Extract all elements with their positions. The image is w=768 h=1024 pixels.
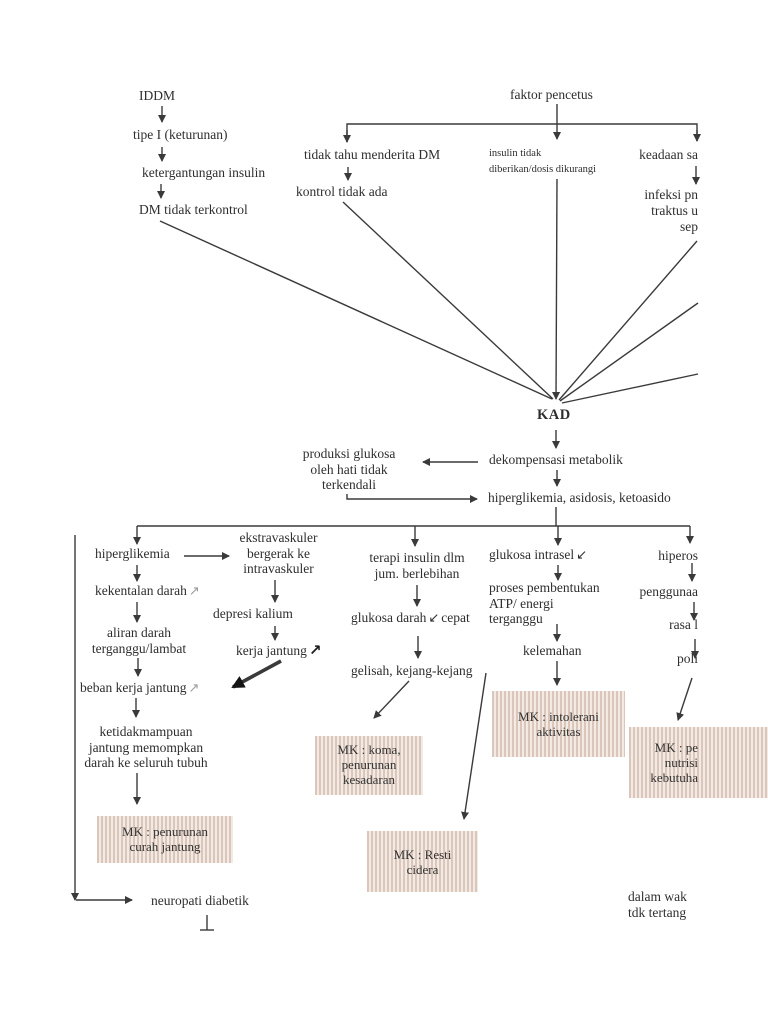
node-kekentalan-darah: kekentalan darah↗ [95,583,200,600]
decrease-arrow-icon: ↙ [576,548,588,563]
converging-arrows-to-kad [159,178,699,404]
middle-column-arrows [373,565,562,820]
node-keadaan-sakit: keadaan sa [639,147,698,162]
mk-box-penurunan-curah-jantung: MK : penurunan curah jantung [97,816,233,863]
node-kontrol-tidak-ada: kontrol tidak ada [296,184,388,199]
node-insulin-tidak-line2: diberikan/dosis dikurangi [489,164,597,175]
node-glukosa-intrasel-label: glukosa intrasel [489,547,575,562]
node-infeksi-traktus-sepsis: infeksi pn traktus u sep [644,187,698,234]
node-tipe-1-keturunan: tipe I (keturunan) [133,127,228,142]
decrease-arrow-icon: ↙ [428,611,440,626]
node-faktor-pencetus: faktor pencetus [510,87,593,102]
kad-cascade-arrows [133,430,694,547]
node-aliran-darah-terganggu: aliran darah terganggu/lambat [91,625,187,656]
node-penggunaan: penggunaa [639,584,698,599]
node-neuropati-diabetik: neuropati diabetik [151,893,249,908]
node-kekentalan-darah-label: kekentalan darah [95,583,187,598]
node-glukosa-darah-label: glukosa darah [351,610,427,625]
left-column-arrows [71,535,282,904]
node-gelisah-kejang: gelisah, kejang-kejang [351,663,473,678]
node-produksi-glukosa: produksi glukosa oleh hati tidak terkend… [302,446,396,492]
node-ketergantungan-insulin: ketergantungan insulin [142,165,266,180]
node-kelemahan: kelemahan [523,643,582,658]
node-dm-tidak-terkontrol: DM tidak terkontrol [139,202,248,217]
note-dalam-waktu-tdk-tertangani: dalam wak tdk tertang [628,889,687,920]
node-cepat-label: cepat [441,610,470,625]
node-polifagi: poli [676,651,698,666]
neuropati-tick [200,915,214,931]
node-ketidakmampuan-jantung: ketidakmampuan jantung memompkan darah k… [84,724,208,770]
node-iddm: IDDM [139,88,175,103]
node-terapi-insulin-berlebihan: terapi insulin dlm jum. berlebihan [369,550,465,581]
increase-arrow-icon: ↗ [308,641,322,659]
mk-box-koma-penurunan-kesadaran: MK : koma, penurunan kesadaran [315,736,423,795]
node-rasa-lapar: rasa l [669,617,698,632]
mk-box-resti-cidera: MK : Resti cidera [367,831,478,892]
node-beban-kerja-jantung: beban kerja jantung↗ [80,680,199,697]
node-insulin-tidak-line1: insulin tidak [489,148,542,159]
mk-box-pemenuhan-nutrisi: MK : pe nutrisi kebutuha [629,727,768,798]
node-ekstravaskuler-intravaskuler: ekstravaskuler bergerak ke intravaskuler [239,530,318,576]
increase-arrow-icon: ↗ [188,584,200,599]
node-hiperglikemia: hiperglikemia [95,546,170,561]
node-hiperosmolar: hiperos [658,548,698,563]
node-glukosa-darah-turun-cepat: glukosa darah↙cepat [351,610,470,627]
node-kerja-jantung-label: kerja jantung [236,643,307,658]
node-tidak-tahu-menderita-dm: tidak tahu menderita DM [304,147,441,162]
node-kerja-jantung: kerja jantung↗ [236,641,322,659]
node-glukosa-intrasel-turun: glukosa intrasel↙ [489,547,589,564]
increase-arrow-icon: ↗ [188,681,200,696]
right-column-arrows [676,563,699,721]
node-depresi-kalium: depresi kalium [213,606,293,621]
node-kad: KAD [537,407,571,423]
mk-box-intoleransi-aktivitas: MK : intolerani aktivitas [492,691,625,757]
top-chain-arrows [157,104,701,199]
mk-box-pemenuhan-nutrisi-label: MK : pe nutrisi kebutuha [650,740,698,785]
node-beban-kerja-jantung-label: beban kerja jantung [80,680,187,695]
node-hiperglikemia-asidosis-ketoasidosis: hiperglikemia, asidosis, ketoasido [488,490,671,505]
node-dekompensasi-metabolik: dekompensasi metabolik [489,452,623,467]
node-proses-pembentukan-atp: proses pembentukan ATP/ energi terganggu [489,580,600,626]
